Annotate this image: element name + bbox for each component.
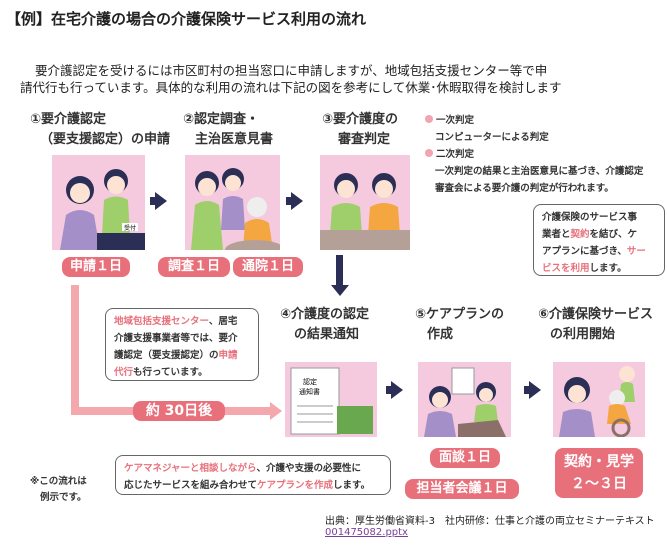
step3-title: ③要介護度の審査判定 (322, 110, 398, 150)
step1-illustration: 受付 (52, 155, 145, 250)
flow-line-vertical (71, 285, 79, 415)
step2-title: ②認定調査・主治医意見書 (183, 110, 273, 150)
doc-label: 認定 (303, 377, 317, 386)
service-start-illustration (559, 366, 635, 438)
judgment-notes: 一次判定 コンピューターによる判定 二次判定 一次判定の結果と主治医意見に基づき… (425, 112, 643, 197)
page-title: 【例】在宅介護の場合の介護保険サービス利用の流れ (6, 10, 367, 28)
bubble-text: 、介護や支援の必要性に (256, 463, 362, 474)
step6-illustration (553, 362, 645, 438)
reception-sign: 受付 (124, 224, 136, 232)
step5-title: ⑤ケアプランの作成 (415, 305, 504, 345)
arrow-right-icon (391, 381, 403, 399)
step3-title-line1: ③要介護度の (322, 112, 399, 127)
step5-title-line2: 作成 (427, 327, 454, 342)
bullet-icon (425, 149, 433, 157)
second-judgment-label: 二次判定 (436, 149, 475, 160)
bubble-line: 介護支援事業者等では、要介 (114, 333, 238, 344)
bubble-text: 、居宅 (208, 316, 238, 327)
intro-line-2: 請代行も行っています。具体的な利用の流れは下記の図を参考にして休業･休暇取得を検… (20, 80, 562, 95)
step5-title-line1: ⑤ケアプランの (415, 307, 505, 322)
first-judgment-text: コンピューターによる判定 (435, 132, 549, 143)
arrow-stem (524, 386, 530, 394)
second-judgment-text-2: 審査会による要介護の判定が行われます。 (435, 183, 614, 194)
days-badge: 約 30日後 (133, 401, 225, 421)
bubble-highlight: 地域包括支援センター (114, 316, 209, 327)
bubble-text: します。 (589, 263, 627, 274)
step3-title-line2: 審査判定 (338, 132, 391, 147)
bubble-text: 護認定（要支援認定）の (114, 350, 219, 361)
judgment-illustration (320, 173, 410, 250)
bubble-highlight: 代行 (114, 367, 134, 378)
bubble-highlight: ケアプランを作成 (257, 480, 334, 491)
step2-title-line2: 主治医意見書 (195, 132, 274, 147)
service-bubble: 介護保険のサービス事 業者と契約を結び、ケ アプランに基づき、サー ビスを利用し… (533, 204, 665, 276)
step3-illustration (320, 155, 410, 250)
step5-illustration (418, 362, 511, 437)
step6-title-line1: ⑥介護保険サービス (538, 307, 654, 322)
bubble-highlight: ビスを利用 (542, 263, 590, 274)
agency-bubble: 地域包括支援センター、居宅 介護支援事業者等では、要介 護認定（要支援認定）の申… (105, 308, 259, 381)
bubble-text: 業者と (542, 229, 571, 240)
survey-illustration (191, 168, 285, 260)
arrow-down-stem (336, 255, 343, 287)
step1-title-line1: ①要介護認定 (30, 112, 107, 127)
badge-line: ２～３日 (571, 476, 627, 492)
first-judgment-label: 一次判定 (436, 115, 475, 126)
step5-badge-interview: 面談１日 (430, 448, 500, 468)
step1-badge: 申請１日 (62, 257, 130, 277)
consultation-illustration: 受付 (60, 169, 145, 250)
step6-badge: 契約・見学 ２～３日 (555, 448, 643, 498)
step1-title-line2: （要支援認定）の申請 (40, 132, 171, 147)
badge-line: 契約・見学 (564, 454, 634, 470)
arrow-stem (150, 197, 156, 205)
bubble-text: アプランに基づき、 (542, 246, 627, 257)
bubble-line: 介護保険のサービス事 (542, 212, 638, 223)
step4-illustration: 認定通知書 (285, 362, 377, 437)
step2-badge-survey: 調査１日 (158, 257, 230, 277)
bubble-highlight: ケアマネジャーと相談しながら (124, 463, 257, 474)
step6-title-line2: の利用開始 (550, 327, 616, 342)
arrow-down-icon (331, 285, 349, 296)
bubble-text: します。 (333, 480, 371, 491)
arrow-stem (386, 386, 392, 394)
arrow-right-icon (155, 192, 167, 210)
arrow-right-icon (291, 192, 303, 210)
source-link[interactable]: 001475082.pptx (325, 527, 408, 538)
step1-title: ①要介護認定 （要支援認定）の申請 (30, 110, 170, 150)
step4-title-line1: ④介護度の認定 (280, 307, 370, 322)
source-text: 出典：厚生労働省資料-3 社内研修：仕事と介護の両立セミナーテキスト (325, 516, 655, 527)
bubble-text: も行っています。 (133, 367, 208, 378)
arrow-stem (286, 197, 292, 205)
bubble-highlight: 契約 (570, 229, 590, 240)
step5-badge-meeting: 担当者会議１日 (405, 479, 519, 499)
bubble-text: 応じたサービスを組み合わせて (124, 480, 258, 491)
footnote-line: ※この流れは (30, 476, 87, 487)
careplan-bubble: ケアマネジャーと相談しながら、介護や支援の必要性に 応じたサービスを組み合わせて… (115, 455, 391, 495)
footnote-line: 例示です。 (40, 492, 87, 503)
doc-label: 通知書 (299, 387, 320, 396)
arrow-right-icon (529, 381, 541, 399)
bullet-icon (425, 115, 433, 123)
bubble-highlight: 申請 (218, 350, 238, 361)
step4-title-line2: の結果通知 (294, 327, 360, 342)
step2-illustration (185, 155, 285, 260)
step4-title: ④介護度の認定の結果通知 (280, 305, 369, 345)
careplan-illustration (424, 367, 506, 437)
bubble-highlight: サー (626, 246, 646, 257)
second-judgment-text-1: 一次判定の結果と主治医意見に基づき、介護認定 (435, 166, 644, 177)
step2-title-line1: ②認定調査・ (183, 112, 260, 127)
step2-badge-visit: 通院１日 (233, 257, 303, 277)
step6-title: ⑥介護保険サービスの利用開始 (538, 305, 653, 345)
flow-arrow-icon (270, 402, 282, 420)
intro-line-1: 要介護認定を受けるには市区町村の担当窓口に申請しますが、地域包括支援センター等で… (35, 63, 548, 78)
footnote: ※この流れは例示です。 (30, 474, 87, 506)
bubble-text: を結び、ケ (589, 229, 638, 240)
